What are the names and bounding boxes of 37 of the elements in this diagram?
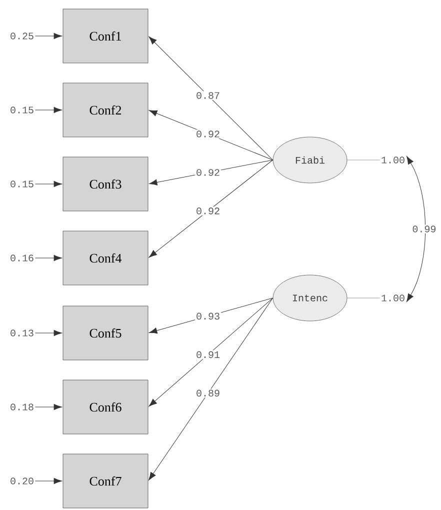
variance-value: 0.15 [10,106,34,114]
variance-value: 0.18 [10,404,34,410]
arrow [34,106,62,114]
edge-label: 0.99 [411,224,438,234]
variance-value: 0.16 [10,254,34,262]
arrow [34,478,62,484]
edge-label: 0.91 [195,350,222,360]
arrow [148,298,274,407]
observed-variable-box: Conf1 [62,8,148,64]
arrow [148,298,274,480]
variance-value: 1.00 [382,156,404,164]
edge-label: 0.92 [195,130,222,138]
variance-value: 0.25 [10,32,34,40]
observed-variable-box: Conf5 [62,306,148,360]
observed-variable-box: Conf3 [62,156,148,212]
edge-label: 0.89 [195,388,222,398]
observed-variable-box: Conf6 [62,380,148,434]
observed-variable-box: Conf2 [62,82,148,138]
arrow [34,330,62,336]
observed-variable-box: Conf4 [62,230,148,286]
variance-value: 0.15 [10,180,34,188]
arrow [148,110,274,160]
edge-label: 0.93 [195,312,222,321]
edge-label: 0.87 [195,91,222,100]
variance-value: 1.00 [382,294,404,302]
arrow [148,36,274,160]
edge-label: 0.92 [195,168,222,177]
variance-value: 0.13 [10,330,34,336]
variance-value: 0.20 [10,478,34,484]
arrow [34,180,62,188]
arrow [34,254,62,262]
arrow [34,32,62,40]
arrow [34,404,62,410]
edge-label: 0.92 [195,206,222,216]
arrow [148,160,274,258]
arrow [406,156,426,302]
observed-variable-box: Conf7 [62,454,148,508]
